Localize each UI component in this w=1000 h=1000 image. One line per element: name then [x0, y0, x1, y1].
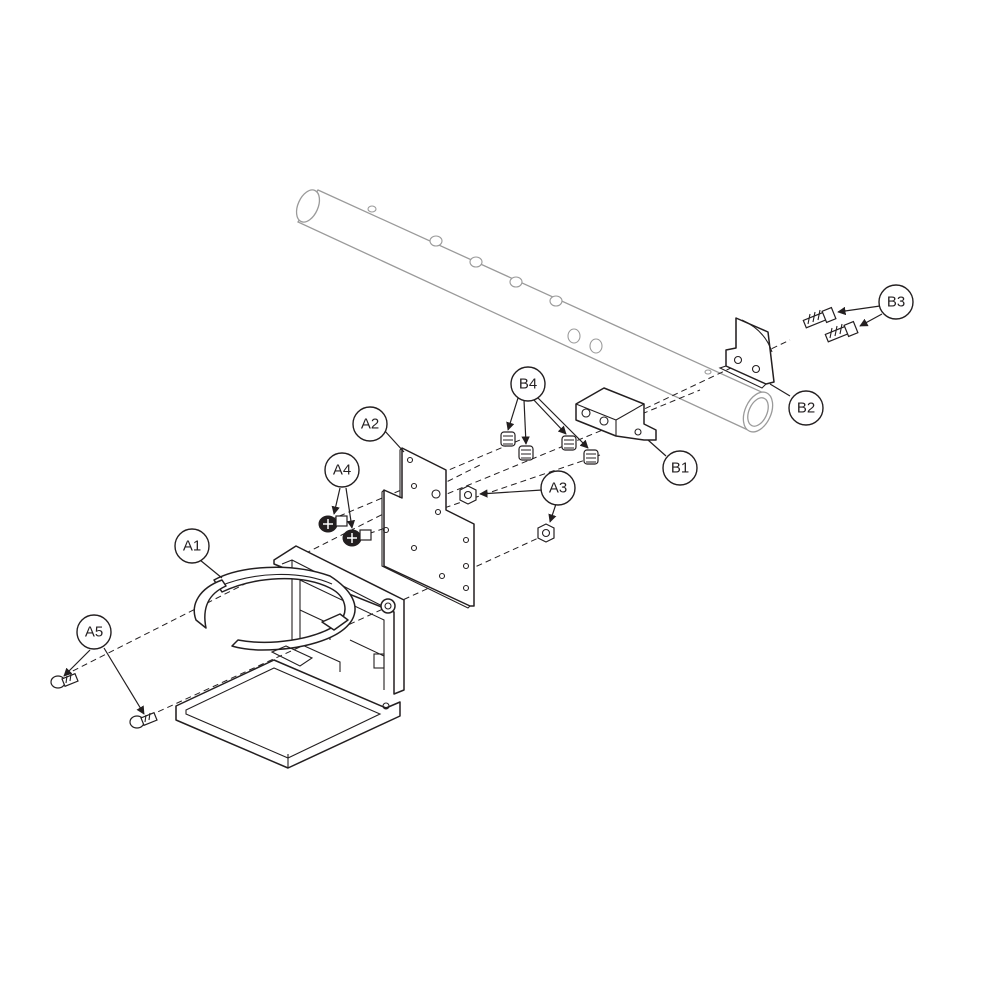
b4-screw-3 [561, 435, 577, 451]
b4-screw-1 [500, 431, 516, 447]
a4-screw-upper [318, 515, 348, 533]
tube-end-inner [747, 397, 769, 427]
part-b3-screws [802, 306, 859, 343]
callout-b4-label: B4 [519, 376, 537, 393]
callout-a3: A3 [540, 470, 576, 506]
part-a2-plate [381, 447, 475, 609]
part-a5-screws [50, 672, 158, 729]
b3-screw-lower [824, 320, 859, 343]
part-b4-set-screws [500, 431, 599, 465]
a5-screw-upper [50, 672, 79, 689]
callout-a2: A2 [352, 406, 388, 442]
b4-screw-4 [583, 449, 599, 465]
callout-a1-label: A1 [183, 538, 201, 555]
tube-holes [367, 205, 712, 375]
callout-b3: B3 [878, 284, 914, 320]
tube-end-left [295, 189, 321, 223]
leader-lines [63, 305, 883, 715]
part-a1-cup-holder [175, 545, 405, 769]
part-b1-clamp [575, 387, 657, 441]
armrest-tube [295, 189, 774, 433]
callout-b1-label: B1 [671, 460, 689, 477]
callout-b1: B1 [662, 450, 698, 486]
callout-b3-label: B3 [887, 294, 905, 311]
part-a3-nuts [459, 485, 555, 543]
a3-nut-lower [537, 523, 555, 543]
callout-a4-label: A4 [333, 462, 351, 479]
callout-b4: B4 [510, 366, 546, 402]
callout-a5: A5 [76, 614, 112, 650]
callout-a2-label: A2 [361, 416, 379, 433]
b3-screw-upper [802, 306, 837, 329]
callout-a5-label: A5 [85, 624, 103, 641]
callout-a1: A1 [174, 528, 210, 564]
callout-b2-label: B2 [797, 400, 815, 417]
callout-a4: A4 [324, 452, 360, 488]
part-b2-bracket [718, 317, 775, 389]
a5-screw-lower [129, 711, 158, 729]
callout-a3-label: A3 [549, 480, 567, 497]
part-a4-screws [318, 515, 372, 547]
a3-nut-upper [459, 485, 477, 505]
b4-screw-2 [518, 445, 534, 461]
a4-screw-lower [342, 529, 372, 547]
callout-b2: B2 [788, 390, 824, 426]
